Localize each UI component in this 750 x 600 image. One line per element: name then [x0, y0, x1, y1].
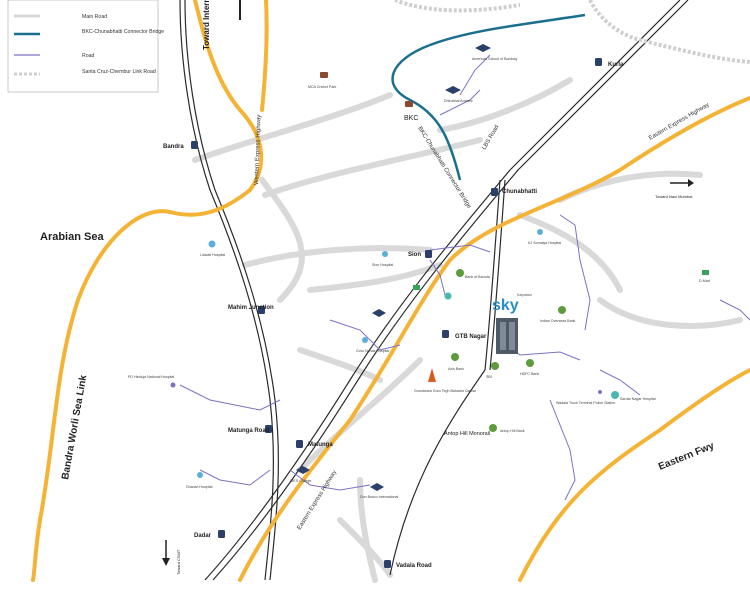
station-label-sion: Sion	[408, 252, 421, 258]
poi-dharavi-hospital: Dharavi Hospital	[186, 485, 213, 489]
hospital-icon	[611, 391, 619, 399]
poi-dhirubhai: Dhirubhai Ambani	[444, 99, 473, 103]
label-bkc-connector: BKC-Chunabhatti Connector Bridge	[416, 126, 472, 210]
legend-connector: BKC-Chunabhatti Connector Bridge	[82, 29, 164, 35]
label-toward-international: Toward International	[202, 0, 211, 50]
arrow-down-icon	[162, 540, 170, 566]
station-dadar: Dadar	[194, 530, 225, 539]
school-icon	[296, 466, 310, 474]
hospital-icon	[444, 292, 452, 300]
poi-hinduja: PD Hinduja National Hospital	[128, 375, 175, 379]
poi-dmart: D-Mart	[699, 279, 710, 283]
santacruz-chembur-link-road	[394, 0, 750, 64]
poi-antop-bank: Antop Hill Bank	[500, 429, 525, 433]
poi-lilavati: Lilavati Hospital	[200, 253, 225, 257]
train-icon	[413, 285, 420, 290]
station-kurla: Kurla	[595, 58, 624, 68]
label-eastern-fwy: Eastern Fwy	[657, 440, 716, 472]
poi-cancer-hospital: Sardar Nagar Hospital	[620, 397, 656, 401]
map-legend: Main Road BKC-Chunabhatti Connector Brid…	[7, 0, 164, 93]
label-bandra-worli-sea-link: Bandra Worli Sea Link	[60, 374, 89, 481]
poi-icons: American School of Bombay Dhirubhai Amba…	[128, 44, 710, 499]
poi-college-1: SIES College	[290, 479, 311, 483]
poi-american-school: American School of Bombay	[472, 57, 518, 61]
station-mahim: Mahim Junction	[228, 305, 274, 314]
arrow-right-icon	[670, 179, 694, 187]
hospital-icon	[170, 382, 176, 388]
hospital-icon	[362, 337, 368, 343]
project-brand-sub: Kalpataru	[517, 293, 532, 297]
station-label-matunga-road: Matunga Road	[228, 428, 270, 434]
label-arabian-sea: Arabian Sea	[40, 231, 104, 243]
station-label-matunga: Matunga	[308, 442, 333, 448]
bank-icon	[489, 424, 497, 432]
station-matunga: Matunga	[296, 440, 333, 448]
bank-icon	[491, 362, 499, 370]
legend-main-road: Main Road	[82, 14, 107, 20]
legend-link-road: Santa Cruz-Chembur Link Road	[82, 69, 156, 75]
bank-icon	[526, 359, 534, 367]
railway-lines	[179, 0, 689, 581]
poi-hdfc: HDFC Bank	[520, 372, 539, 376]
label-toward-navi-mumbai: Toward Navi Mumbai	[655, 194, 692, 199]
station-label-vadala-road: Vadala Road	[396, 563, 432, 569]
station-matunga-road: Matunga Road	[228, 425, 272, 434]
poi-kj-somaiya: KJ Somaiya Hospital	[528, 241, 561, 245]
legend-road: Road	[82, 53, 95, 59]
main-roads	[31, 0, 750, 582]
station-chunabhatti: Chunabhatti	[491, 188, 537, 196]
poi-wadala-truck-police: Wadala Truck Terminal Police Station	[556, 401, 615, 405]
label-bkc: BKC	[404, 115, 418, 122]
school-icon	[475, 44, 491, 52]
station-label-dadar: Dadar	[194, 533, 212, 539]
poi-mca: MCA Cricket Park	[308, 85, 337, 89]
poi-indian-overseas: Indian Overseas Bank	[540, 319, 576, 323]
bkc-connector-bridge	[391, 13, 586, 181]
hospital-icon	[537, 229, 543, 235]
project-brand-sky: sky	[492, 297, 519, 314]
police-icon	[598, 390, 602, 394]
briefcase-icon	[320, 72, 328, 78]
poi-gurudwara: Gurudwara Guru Tegh Bahadur Darbar	[414, 389, 477, 393]
poi-guru-nanak: Guru Nanak Hospital	[356, 349, 390, 353]
hospital-icon	[197, 472, 203, 478]
station-label-gtb-nagar: GTB Nagar	[455, 334, 487, 340]
bank-icon	[451, 353, 459, 361]
hospital-icon	[208, 240, 216, 248]
station-label-chunabhatti: Chunabhatti	[502, 189, 537, 195]
poi-axis: Axis Bank	[448, 367, 464, 371]
label-western-express-highway: Western Express Highway	[254, 115, 262, 185]
label-antop-hill-monorail: Antop Hill Monorail	[444, 431, 490, 437]
label-toward-csmt: Toward CSMT	[176, 549, 181, 575]
bank-icon	[456, 269, 464, 277]
poi-bank-baroda: Bank of Baroda	[465, 275, 490, 279]
school-icon	[445, 86, 461, 94]
poi-sion-hospital: Sion Hospital	[372, 263, 393, 267]
school-icon	[370, 483, 384, 491]
cart-icon	[702, 270, 709, 275]
station-bandra: Bandra	[163, 141, 198, 150]
station-label-mahim: Mahim Junction	[228, 305, 274, 311]
school-icon	[372, 309, 386, 317]
station-label-kurla: Kurla	[608, 62, 624, 68]
hospital-icon	[382, 251, 388, 257]
station-vadala-road: Vadala Road	[384, 560, 432, 569]
bank-icon	[558, 306, 566, 314]
station-label-bandra: Bandra	[163, 144, 184, 150]
poi-college-2: Don Bosco International	[360, 495, 399, 499]
gurudwara-icon	[428, 368, 436, 382]
station-gtb-nagar: GTB Nagar	[442, 330, 487, 340]
briefcase-icon	[405, 101, 413, 107]
station-sion: Sion	[408, 250, 432, 258]
label-lbs-road: LBS Road	[482, 124, 501, 151]
project-marker: sky Kalpataru	[492, 293, 532, 354]
poi-sbi: SBI	[486, 375, 492, 379]
